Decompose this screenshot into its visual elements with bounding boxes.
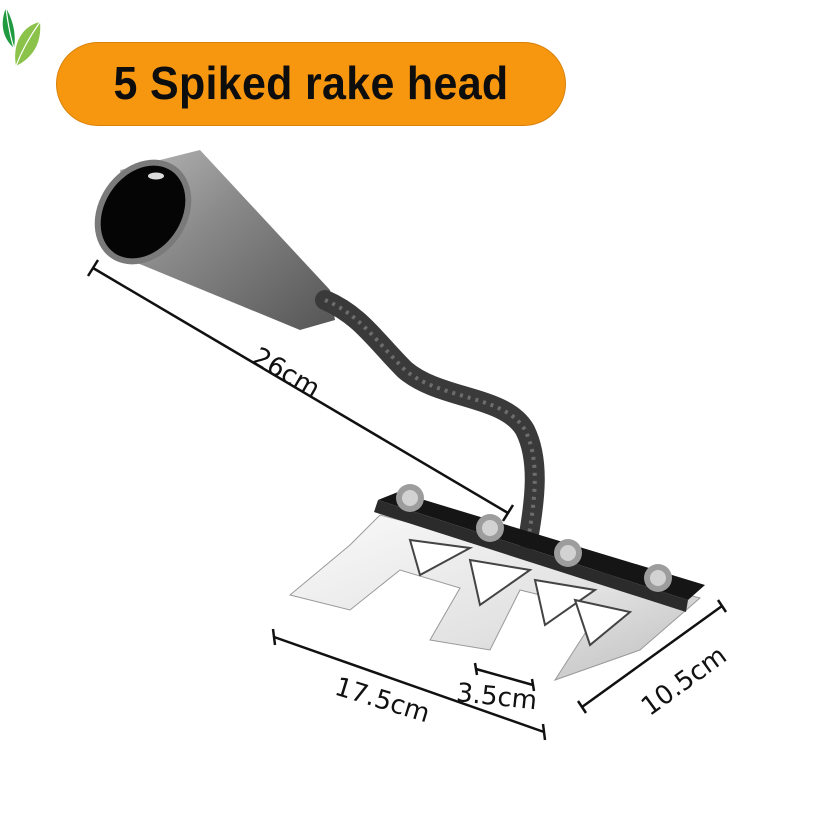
leaf-logo-icon (2, 7, 41, 67)
mounting-bar (378, 492, 705, 600)
rebar-neck (315, 290, 545, 550)
handle-socket (94, 150, 335, 330)
page-title: 5 Spiked rake head (113, 57, 509, 110)
title-badge: 5 Spiked rake head (56, 42, 566, 126)
dimension-lines (86, 259, 728, 741)
rake-tines (288, 514, 702, 681)
bolt-icons (396, 484, 672, 592)
